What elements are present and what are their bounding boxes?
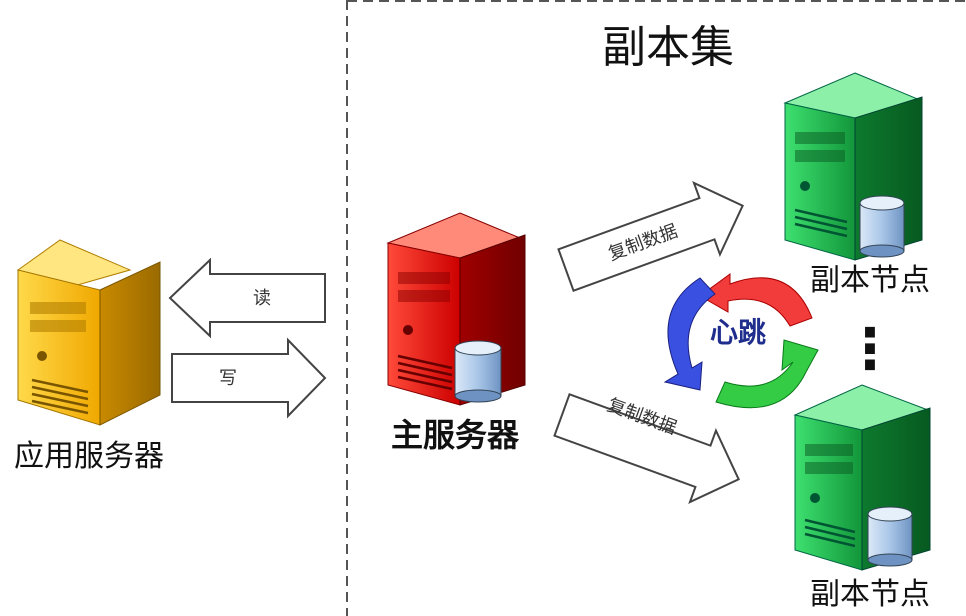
replica-set-title: 副本集 — [602, 22, 734, 73]
heartbeat-label: 心跳 — [710, 316, 766, 349]
secondary-server-bottom-label: 副本节点 — [810, 577, 930, 612]
read-arrow-label: 读 — [253, 288, 271, 309]
primary-disk-icon — [454, 340, 502, 403]
secondary-server-top-label: 副本节点 — [810, 263, 930, 298]
write-arrow — [171, 337, 327, 419]
more-nodes-ellipsis: ⋮ — [842, 317, 898, 382]
write-arrow-label: 写 — [219, 368, 237, 389]
secondary-disk-bottom-icon — [867, 506, 913, 567]
replicate-arrow-top — [557, 181, 744, 292]
secondary-disk-top-icon — [859, 195, 905, 258]
primary-server-icon — [386, 212, 526, 406]
app-server-icon — [17, 239, 161, 426]
read-arrow — [168, 257, 326, 339]
replicate-arrow-bottom — [553, 393, 740, 504]
heartbeat-cycle-icon — [663, 273, 819, 409]
app-server-label: 应用服务器 — [14, 439, 164, 474]
primary-server-label: 主服务器 — [391, 416, 520, 454]
